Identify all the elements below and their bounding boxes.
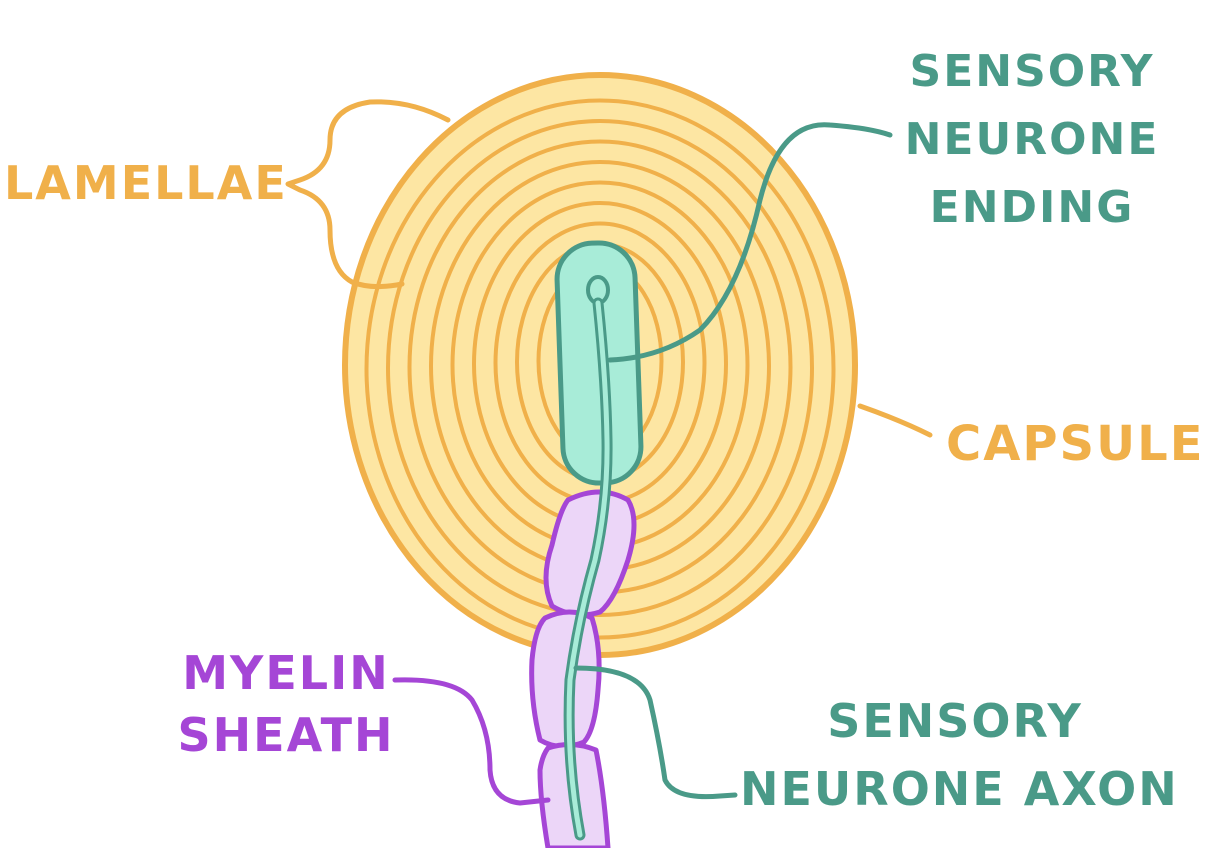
axon-label-line-2: NEURONE AXON [740, 762, 1179, 816]
lamella-ring [386, 119, 814, 617]
myelin-label-line-2: SHEATH [177, 708, 395, 762]
axon-core [566, 300, 610, 838]
ending-leader-line [607, 122, 893, 363]
sensory-ending-label-line-1: SENSORY [909, 46, 1155, 97]
sensory-neurone-ending-label: SENSORY NEURONE ENDING [902, 50, 1162, 254]
axon-leader-line [573, 665, 738, 800]
capsule-leader-line [857, 403, 933, 438]
capsule-label: CAPSULE [946, 416, 1205, 472]
lamellae-label: LAMELLAE [4, 156, 288, 210]
sensory-ending-label-line-2: NEURONE [904, 114, 1160, 165]
myelin-segment-1 [543, 489, 637, 618]
myelin-leader-line [392, 677, 551, 806]
myelin-label-line-1: MYELIN [182, 646, 390, 700]
myelin-sheath [529, 489, 637, 851]
lamellae-bracket-line [285, 99, 451, 290]
lamella-ring [364, 98, 836, 640]
myelin-sheath-label: MYELIN SHEATH [176, 650, 396, 774]
sensory-neurone-axon-label: SENSORY NEURONE AXON [740, 694, 1179, 834]
sensory-ending-label-line-3: ENDING [929, 182, 1135, 233]
axon-label-line-1: SENSORY [827, 694, 1083, 748]
